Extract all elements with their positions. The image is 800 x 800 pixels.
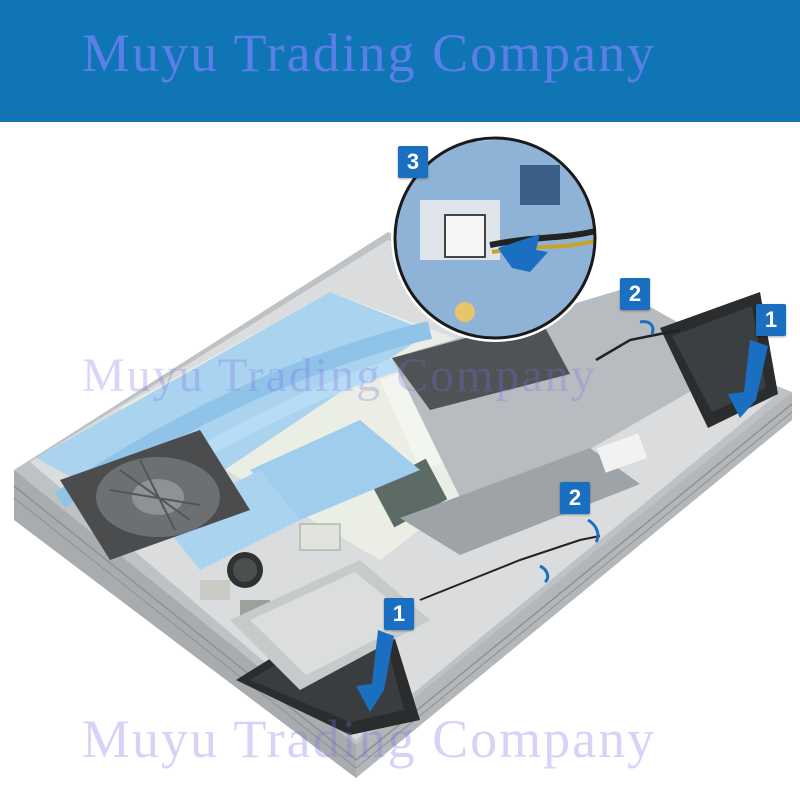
battery (392, 290, 745, 555)
callout-3: 3 (398, 146, 428, 178)
zoom-inset (391, 134, 599, 342)
callout-1-left: 1 (384, 598, 414, 630)
callout-1-right: 1 (756, 304, 786, 336)
watermark-middle: Muyu Trading Company (82, 349, 597, 402)
arrow-cable-mid (587, 518, 600, 543)
arrow-left-speaker (356, 630, 394, 712)
cooling-fan (60, 430, 250, 560)
drive-bay (230, 560, 430, 690)
speaker-cable (595, 328, 681, 362)
arrow-cable-top (639, 320, 655, 335)
callout-2-middle: 2 (560, 482, 590, 514)
callout-2-top: 2 (620, 278, 650, 310)
header-banner (0, 0, 800, 122)
arrow-right-speaker (728, 340, 768, 418)
watermark-top: Muyu Trading Company (82, 23, 657, 83)
watermark-bottom: Muyu Trading Company (82, 709, 657, 769)
